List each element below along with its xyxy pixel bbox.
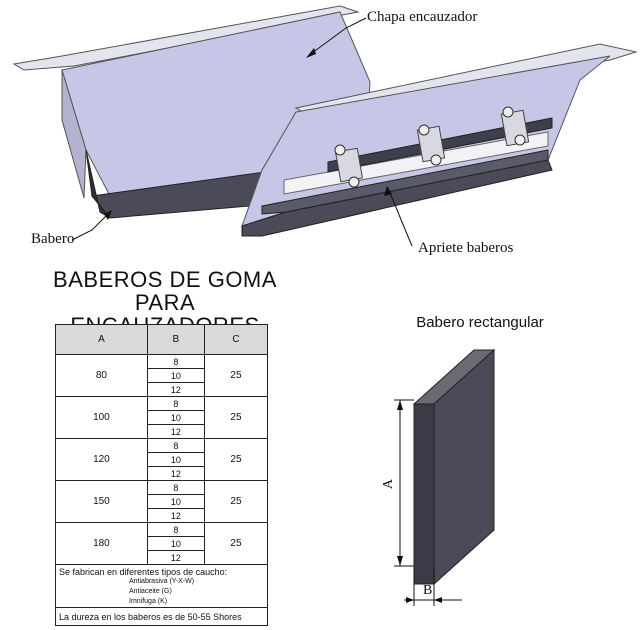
left-babero-edge bbox=[85, 149, 111, 219]
title-line-1: BABEROS DE GOMA bbox=[53, 267, 277, 292]
chute-illustration bbox=[12, 5, 638, 247]
header-a: A bbox=[55, 324, 148, 355]
cell-c: 25 bbox=[203, 396, 269, 439]
babero-rect-drawing bbox=[394, 348, 496, 606]
cell-a: 180 bbox=[55, 522, 148, 565]
cell-b: 10 bbox=[146, 494, 205, 509]
clamp-2 bbox=[416, 124, 446, 166]
cell-a: 150 bbox=[55, 480, 148, 523]
cell-c: 25 bbox=[203, 522, 269, 565]
cell-b: 12 bbox=[146, 424, 205, 439]
footer-cell: La dureza en los baberos es de 50-55 Sho… bbox=[55, 607, 268, 626]
cell-b: 8 bbox=[146, 438, 205, 453]
cell-c: 25 bbox=[203, 354, 269, 397]
left-plate-side bbox=[61, 69, 87, 199]
left-plate-flange bbox=[12, 5, 360, 71]
note-item: Antiabrasiva (Y-X-W) bbox=[129, 578, 195, 585]
leader-chapa bbox=[307, 17, 367, 57]
leader-babero bbox=[71, 211, 111, 241]
note-title: Se fabrican en diferentes tipos de cauch… bbox=[59, 567, 228, 577]
cell-b: 10 bbox=[146, 368, 205, 383]
cell-b: 12 bbox=[146, 382, 205, 397]
block-front bbox=[413, 403, 435, 585]
dim-a-label: A bbox=[381, 478, 397, 490]
cell-b: 8 bbox=[146, 480, 205, 495]
cell-b: 12 bbox=[146, 508, 205, 523]
callout-chapa: Chapa encauzador bbox=[367, 9, 478, 25]
cell-a: 120 bbox=[55, 438, 148, 481]
cell-b: 10 bbox=[146, 452, 205, 467]
cell-b: 10 bbox=[146, 410, 205, 425]
cell-b: 12 bbox=[146, 466, 205, 481]
table-header-row: A B C bbox=[55, 324, 269, 355]
clamp-1 bbox=[334, 144, 364, 188]
cell-b: 8 bbox=[146, 522, 205, 537]
note-item: Imnifuga (K) bbox=[129, 598, 168, 605]
header-b: B bbox=[146, 324, 205, 355]
cell-c: 25 bbox=[203, 480, 269, 523]
note-cell: Se fabrican en diferentes tipos de cauch… bbox=[55, 564, 268, 608]
block-side bbox=[433, 348, 495, 586]
footer-row: La dureza en los baberos es de 50-55 Sho… bbox=[55, 607, 268, 626]
cell-c: 25 bbox=[203, 438, 269, 481]
dim-b-label: B bbox=[423, 583, 433, 598]
cell-b: 10 bbox=[146, 536, 205, 551]
note-row: Se fabrican en diferentes tipos de cauch… bbox=[55, 564, 268, 608]
cell-a: 80 bbox=[55, 354, 148, 397]
cell-b: 12 bbox=[146, 550, 205, 565]
callout-babero: Babero bbox=[31, 231, 75, 247]
cell-b: 8 bbox=[146, 354, 205, 369]
cell-b: 8 bbox=[146, 396, 205, 411]
leader-apriete bbox=[387, 187, 413, 247]
clamp-3 bbox=[500, 106, 530, 147]
header-c: C bbox=[203, 324, 269, 355]
note-item: Antiaceite (G) bbox=[129, 588, 172, 595]
right-babero-top bbox=[261, 149, 549, 215]
callout-apriete: Apriete baberos bbox=[418, 240, 514, 256]
babero-rect-title: Babero rectangular bbox=[416, 314, 544, 331]
cell-a: 100 bbox=[55, 396, 148, 439]
